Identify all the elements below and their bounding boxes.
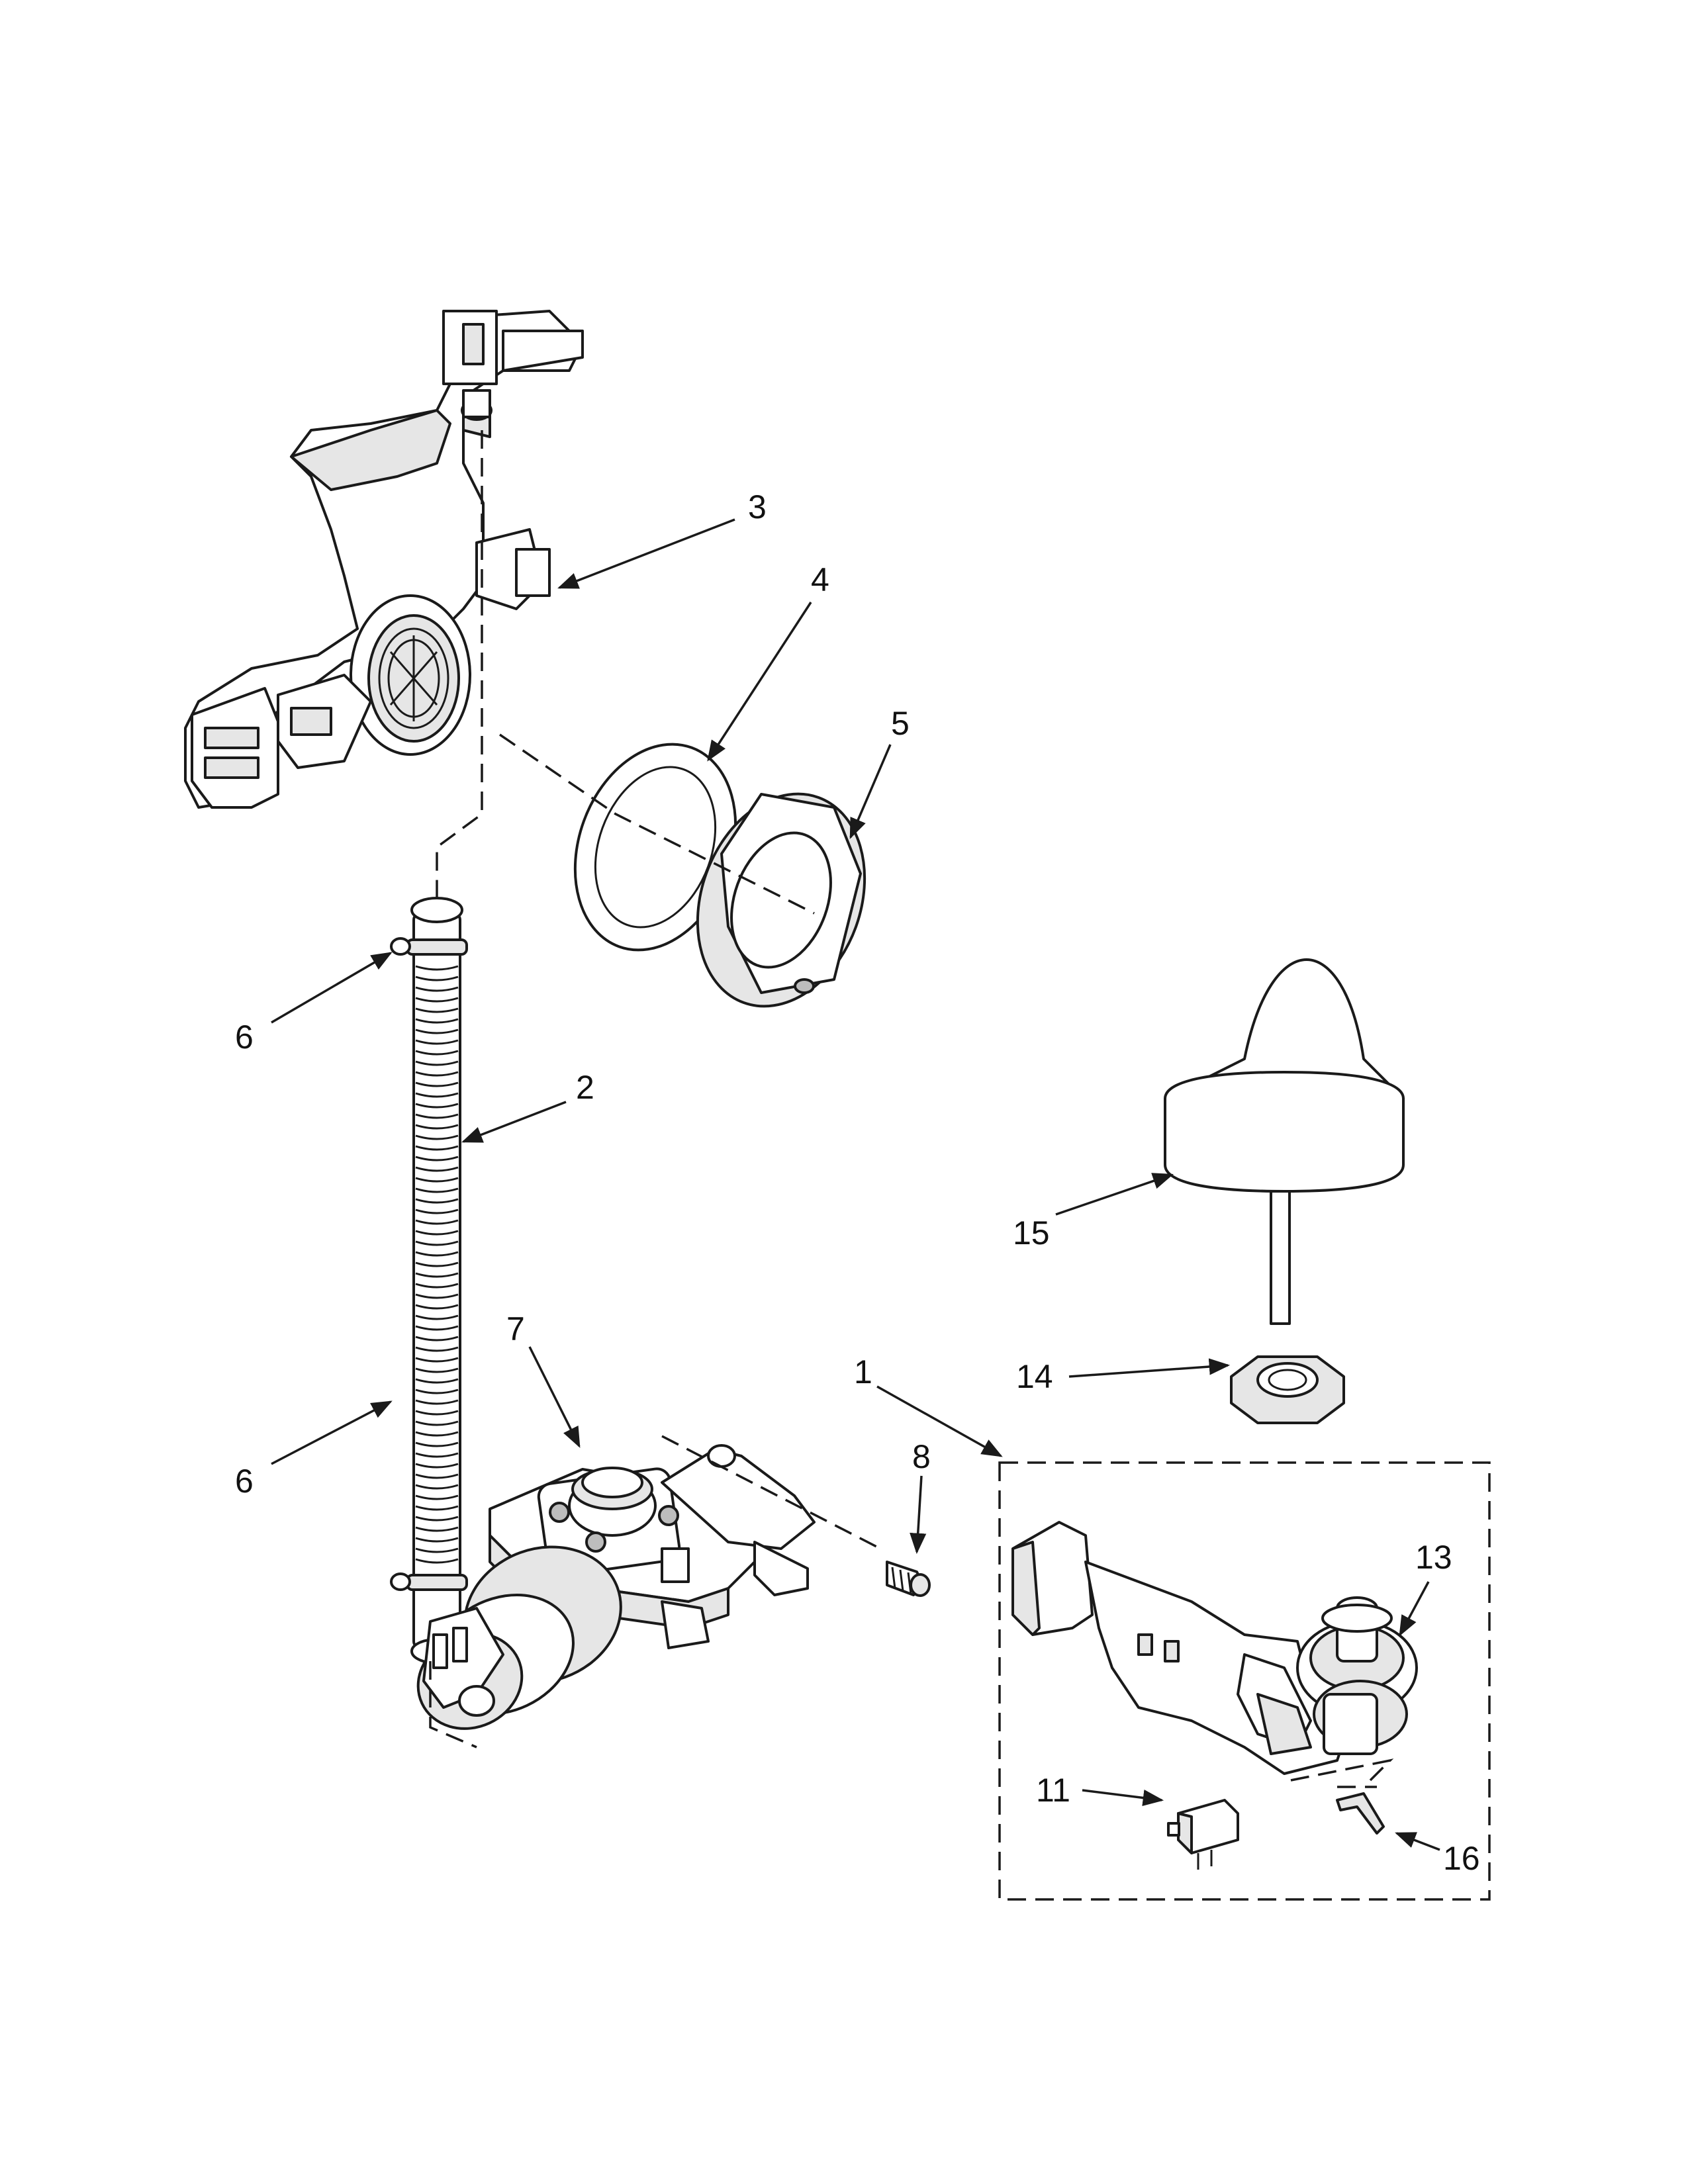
callout-1: 1 bbox=[854, 1353, 872, 1390]
hose-ridge bbox=[415, 1050, 459, 1056]
hose-ridge bbox=[415, 1378, 459, 1384]
callout-2: 2 bbox=[576, 1069, 594, 1106]
hose-ridge bbox=[415, 1505, 459, 1511]
hose-ridge bbox=[415, 986, 459, 992]
hose-ridge bbox=[415, 1388, 459, 1394]
hose-ridge bbox=[415, 1431, 459, 1437]
alignment-lines bbox=[429, 430, 1394, 1788]
hose-ridge bbox=[415, 1325, 459, 1331]
part-2-hose bbox=[410, 897, 463, 1664]
hose-ridge bbox=[415, 1516, 459, 1522]
callout-5: 5 bbox=[891, 705, 910, 742]
hose-ridge bbox=[415, 1399, 459, 1405]
part-14-nut bbox=[1230, 1355, 1345, 1424]
hose-ridge bbox=[415, 1537, 459, 1543]
hose-ridge bbox=[415, 1039, 459, 1045]
hose-ridge bbox=[415, 1336, 459, 1342]
callout-3: 3 bbox=[748, 488, 767, 525]
hose-ridge bbox=[415, 1230, 459, 1236]
hose-ridge bbox=[415, 1526, 459, 1532]
leader-lines bbox=[271, 518, 1440, 1851]
callout-13: 13 bbox=[1415, 1539, 1452, 1576]
hose-ridge bbox=[415, 1346, 459, 1352]
part-11-micro-switch bbox=[1167, 1799, 1239, 1870]
hose-ridge bbox=[415, 1441, 459, 1447]
hose-ridge bbox=[415, 976, 459, 981]
callout-4: 4 bbox=[811, 561, 829, 598]
hose-ridge bbox=[415, 1420, 459, 1426]
hose-ridge bbox=[415, 1473, 459, 1479]
hose-ridge bbox=[415, 1007, 459, 1013]
hose-ridge bbox=[415, 965, 459, 971]
hose-ridge bbox=[415, 1219, 459, 1225]
hose-ridge bbox=[415, 1283, 459, 1289]
part-15-float bbox=[1164, 958, 1405, 1325]
float-switch-bracket bbox=[1011, 1521, 1352, 1775]
part-3-housing bbox=[184, 310, 584, 809]
hose-ridge bbox=[415, 1187, 459, 1193]
hose-ridge bbox=[415, 1156, 459, 1161]
hose-ridge bbox=[415, 1304, 459, 1310]
hose-ridge bbox=[415, 1081, 459, 1087]
hose-ridge bbox=[415, 1494, 459, 1500]
hose-ridge bbox=[415, 1410, 459, 1416]
part-8-screw bbox=[886, 1561, 931, 1597]
hose-ridge bbox=[415, 1145, 459, 1151]
callout-7: 7 bbox=[506, 1310, 525, 1347]
hose-ridge bbox=[415, 1293, 459, 1299]
part-13-switch-stem bbox=[1296, 1596, 1418, 1755]
hose-ridge bbox=[415, 1113, 459, 1119]
hose-ridge bbox=[415, 1357, 459, 1363]
hose-ridge bbox=[415, 1092, 459, 1098]
hose-ridge bbox=[415, 1177, 459, 1183]
hose-ridge bbox=[415, 1452, 459, 1458]
callout-15: 15 bbox=[1013, 1214, 1050, 1251]
hose-ridge bbox=[415, 1018, 459, 1024]
part-7-valve bbox=[416, 1444, 816, 1730]
hose-ridge bbox=[415, 1240, 459, 1246]
hose-ridge bbox=[415, 1208, 459, 1214]
part-6-clamp-lower bbox=[390, 1572, 468, 1591]
callout-8: 8 bbox=[912, 1438, 931, 1475]
hose-ridge bbox=[415, 997, 459, 1003]
callout-16: 16 bbox=[1443, 1840, 1480, 1877]
part-6-clamp-upper bbox=[390, 937, 468, 956]
hose-ridge bbox=[415, 1166, 459, 1172]
callout-14: 14 bbox=[1016, 1358, 1053, 1395]
hose-ridge bbox=[415, 1028, 459, 1034]
hose-ridge bbox=[415, 1547, 459, 1553]
hose-ridge bbox=[415, 1272, 459, 1278]
hose-ridge bbox=[415, 1367, 459, 1373]
callout-11: 11 bbox=[1036, 1772, 1070, 1809]
callout-6-upper: 6 bbox=[235, 1019, 254, 1056]
part-1-assembly-boundary bbox=[998, 1461, 1491, 1901]
hose-ridge bbox=[415, 1103, 459, 1109]
hose-ridge bbox=[415, 1071, 459, 1077]
hose-ridge bbox=[415, 1261, 459, 1267]
hose-ridge bbox=[415, 1198, 459, 1204]
callout-6-lower: 6 bbox=[235, 1463, 254, 1500]
hose-ridge bbox=[415, 1463, 459, 1469]
hose-ridge bbox=[415, 1314, 459, 1320]
hose-ridge bbox=[415, 1251, 459, 1257]
hose-ridge bbox=[415, 1558, 459, 1564]
hose-ridge bbox=[415, 1134, 459, 1140]
part-5-nut bbox=[696, 792, 867, 1008]
hose-ridge bbox=[415, 1060, 459, 1066]
hose-ridge bbox=[415, 1124, 459, 1130]
hose-ridge bbox=[415, 1484, 459, 1490]
part-16-clip bbox=[1336, 1792, 1385, 1835]
